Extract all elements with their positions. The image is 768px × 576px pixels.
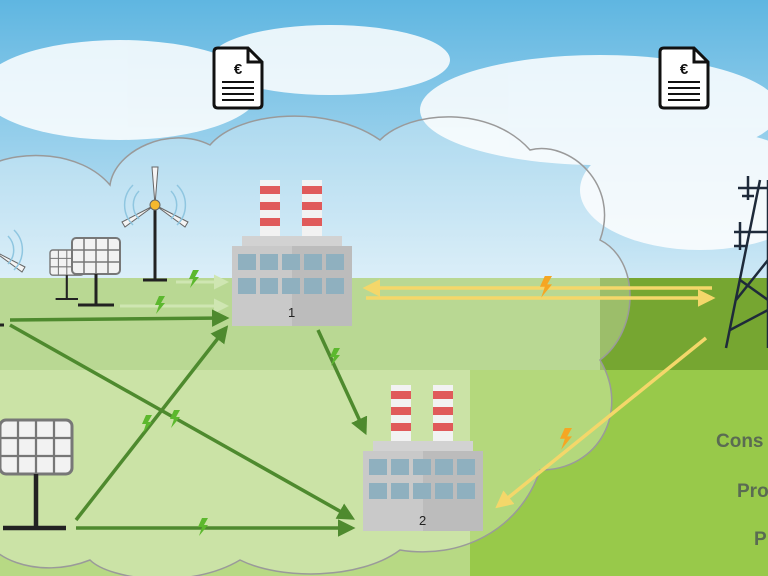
- power-pylon-icon: [724, 176, 768, 349]
- solar-panel-icon-small: [49, 249, 85, 301]
- invoice-euro-left: €: [234, 61, 243, 78]
- background-clouds: [0, 25, 768, 250]
- invoice-icon-right: €: [658, 46, 710, 110]
- label-producer: P: [754, 529, 767, 550]
- label-prosumer: Pro: [737, 481, 768, 502]
- solar-panel-icon-large: [0, 418, 74, 531]
- flow-grid-to-factory2: [495, 336, 708, 509]
- factory-1-label: 1: [288, 305, 296, 320]
- energy-flows: [9, 274, 716, 537]
- invoice-icon-left: €: [212, 46, 264, 110]
- flow-solar-to-factory1-diag: [74, 325, 229, 522]
- label-consumer: Cons: [716, 431, 764, 452]
- solar-panel-icon: [71, 237, 121, 307]
- invoice-euro-right: €: [680, 61, 689, 78]
- flow-left-to-factory1: [9, 309, 230, 327]
- flow-factory1-to-factory2: [316, 329, 368, 436]
- factory-2-label: 2: [419, 513, 427, 528]
- flow-left-to-factory2: [9, 323, 356, 520]
- field-bottom-right: [470, 370, 768, 576]
